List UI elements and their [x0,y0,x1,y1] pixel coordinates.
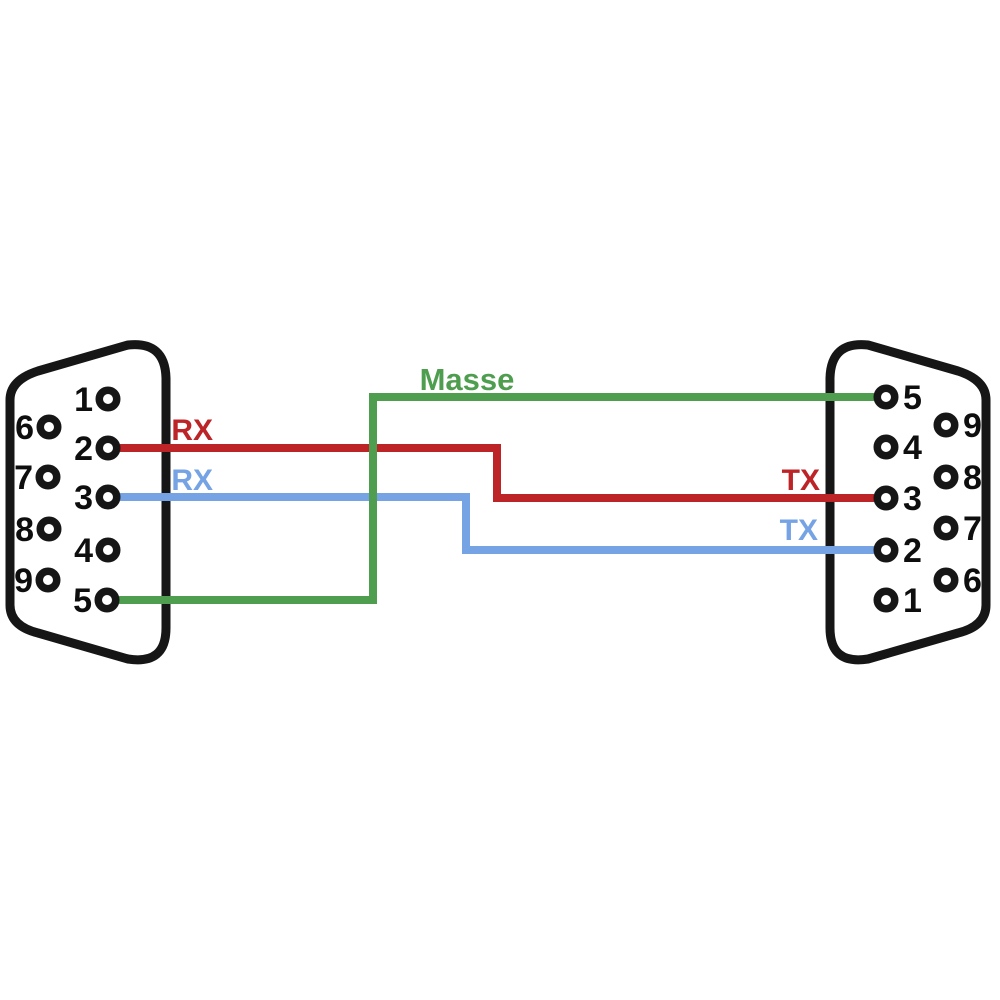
right-pin-7: 7 [933,510,982,548]
right-pin-7-hole [933,515,959,541]
right-pin-1-hole [873,587,899,613]
left-pin-4-hole [95,537,121,563]
rx-blue-label: RX [171,464,213,497]
left-pin-8-hole [36,516,62,542]
tx-blue-label: TX [780,514,818,547]
right-pin-1: 1 [873,582,922,620]
right-pin-4-number: 4 [903,429,922,467]
right-pin-7-number: 7 [963,510,982,548]
left-pin-7-number: 7 [14,459,33,497]
left-pin-3: 3 [74,479,121,517]
left-pin-3-number: 3 [74,479,93,517]
right-pin-4: 4 [873,429,922,467]
right-pin-8-number: 8 [963,459,982,497]
left-pin-5: 5 [73,582,120,620]
right-pin-8-hole [933,464,959,490]
left-pin-1: 1 [74,381,121,419]
left-pin-9: 9 [14,562,61,600]
right-pin-8: 8 [933,459,982,497]
right-pin-2-number: 2 [903,532,922,570]
left-pin-9-hole [35,567,61,593]
left-pin-6-hole [36,414,62,440]
right-pin-3: 3 [873,480,922,518]
right-pin-6-number: 6 [963,562,982,600]
right-pin-9-hole [933,412,959,438]
left-pin-1-number: 1 [74,381,93,419]
wire-red [120,444,874,502]
left-pin-8-number: 8 [15,511,34,549]
left-pin-1-hole [95,386,121,412]
masse-label: Masse [420,362,515,397]
right-pin-6: 6 [933,562,982,600]
wire-green [119,393,874,604]
left-pin-2: 2 [74,430,121,468]
right-pin-3-number: 3 [903,480,922,518]
left-pin-5-number: 5 [73,582,92,620]
left-pin-4: 4 [74,532,121,570]
left-pin-7-hole [35,464,61,490]
tx-red-label: TX [782,464,820,497]
left-pin-9-number: 9 [14,562,33,600]
right-pin-4-hole [873,434,899,460]
left-pin-8: 8 [15,511,62,549]
right-pin-5-hole [873,384,899,410]
left-pin-7: 7 [14,459,61,497]
wire-blue [120,493,874,554]
right-pin-2: 2 [873,532,922,570]
right-pin-5: 5 [873,379,922,417]
left-pin-2-hole [95,435,121,461]
right-pin-5-number: 5 [903,379,922,417]
left-pin-5-hole [94,587,120,613]
left-pin-6: 6 [15,409,62,447]
right-pin-9-number: 9 [963,407,982,445]
left-pin-4-number: 4 [74,532,93,570]
right-pin-1-number: 1 [903,582,922,620]
right-pin-9: 9 [933,407,982,445]
left-pin-3-hole [95,484,121,510]
wires-layer [119,393,874,604]
pins-layer: 1 2 3 4 5 6 7 8 9 5 4 3 2 1 9 8 7 6 [14,379,982,620]
left-pin-2-number: 2 [74,430,93,468]
right-pin-6-hole [933,567,959,593]
left-pin-6-number: 6 [15,409,34,447]
right-pin-2-hole [873,537,899,563]
rx-red-label: RX [171,414,213,447]
right-pin-3-hole [873,485,899,511]
